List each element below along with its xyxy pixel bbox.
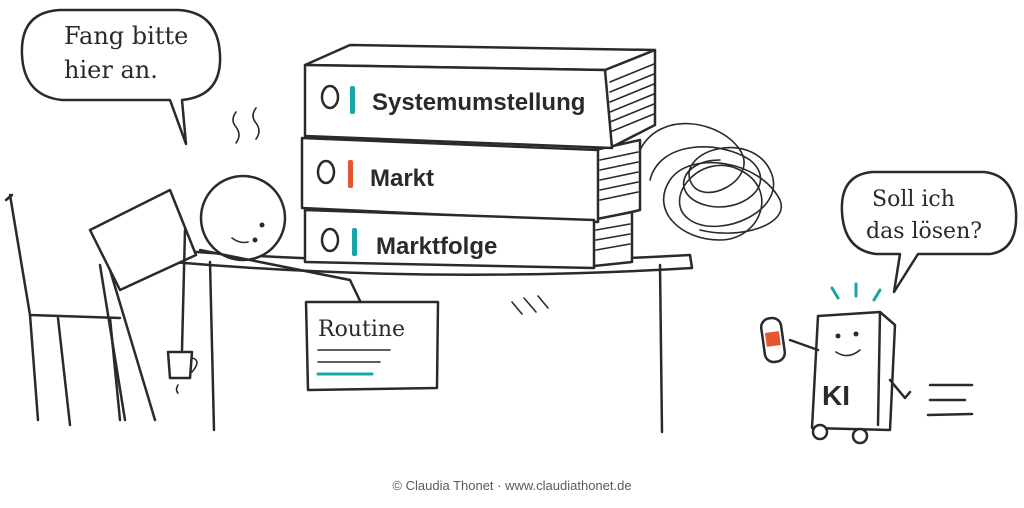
speech-left-line2: hier an. — [64, 56, 158, 84]
binder-label-2: Markt — [370, 165, 434, 192]
binder-ring-icon — [316, 159, 336, 185]
bandage-icon — [759, 316, 787, 364]
routine-label: Routine — [318, 317, 405, 342]
person-head — [199, 174, 287, 262]
binder-label-1: Systemumstellung — [372, 89, 585, 116]
binder-1 — [303, 63, 614, 150]
binder-3 — [303, 208, 596, 270]
steam-icon — [232, 107, 260, 144]
binder-label-3: Marktfolge — [376, 233, 497, 260]
speech-right-line1: Soll ich — [872, 187, 955, 212]
binder-2 — [300, 136, 600, 224]
ki-label: KI — [822, 380, 850, 411]
routine-sign: Routine — [304, 300, 440, 392]
tangle-scribble-icon — [639, 122, 783, 241]
copyright-credit: © Claudia Thonet · www.claudiathonet.de — [392, 478, 632, 493]
ki-robot: KI — [788, 282, 974, 445]
speech-bubble-left: Fang bitte hier an. — [20, 8, 222, 146]
binder-ring-icon — [320, 227, 340, 253]
speech-left-line1: Fang bitte — [64, 22, 188, 50]
speech-bubble-right: Soll ich das lösen? — [840, 170, 1018, 294]
stick-figure-person — [88, 174, 364, 422]
coffee-mug-icon — [166, 350, 198, 394]
binder-ring-icon — [320, 84, 340, 110]
binder-stack: Systemumstellung Markt Marktfolge — [300, 43, 657, 270]
speech-right-line2: das lösen? — [866, 219, 982, 244]
